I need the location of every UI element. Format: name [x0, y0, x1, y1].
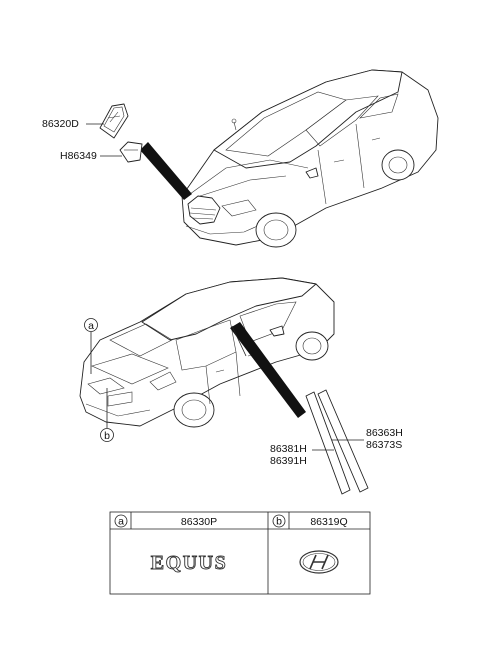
hyundai-logo-icon	[299, 550, 339, 574]
legend-col-b-letter: b	[276, 516, 282, 528]
part-label-door-tape-rear: 86381H	[270, 443, 307, 455]
legend-col-a-part: 86330P	[181, 516, 217, 528]
emblem-pointer	[140, 142, 192, 200]
callout-b: b	[104, 430, 110, 442]
callout-a: a	[88, 320, 94, 332]
equus-wordmark: EQUUS	[151, 552, 227, 574]
door-tape-pointer	[230, 322, 306, 418]
legend-col-b-part: 86319Q	[310, 516, 347, 528]
part-label-door-tape-front: 86363H	[366, 427, 403, 439]
part-label-door-tape-rear-2: 86391H	[270, 455, 307, 467]
door-pillar-tapes	[305, 389, 369, 495]
legend-table: a 86330P b 86319Q EQUUS	[109, 511, 371, 595]
part-label-emblem-bracket: H86349	[60, 150, 97, 162]
part-label-emblem-hood: 86320D	[42, 118, 79, 130]
rear-car-illustration	[79, 277, 335, 428]
legend-col-a-letter: a	[118, 516, 124, 528]
hood-emblem-part	[99, 103, 129, 139]
emblem-bracket-part	[119, 141, 143, 163]
front-car-illustration	[181, 69, 439, 248]
part-label-door-tape-front-2: 86373S	[366, 439, 402, 451]
